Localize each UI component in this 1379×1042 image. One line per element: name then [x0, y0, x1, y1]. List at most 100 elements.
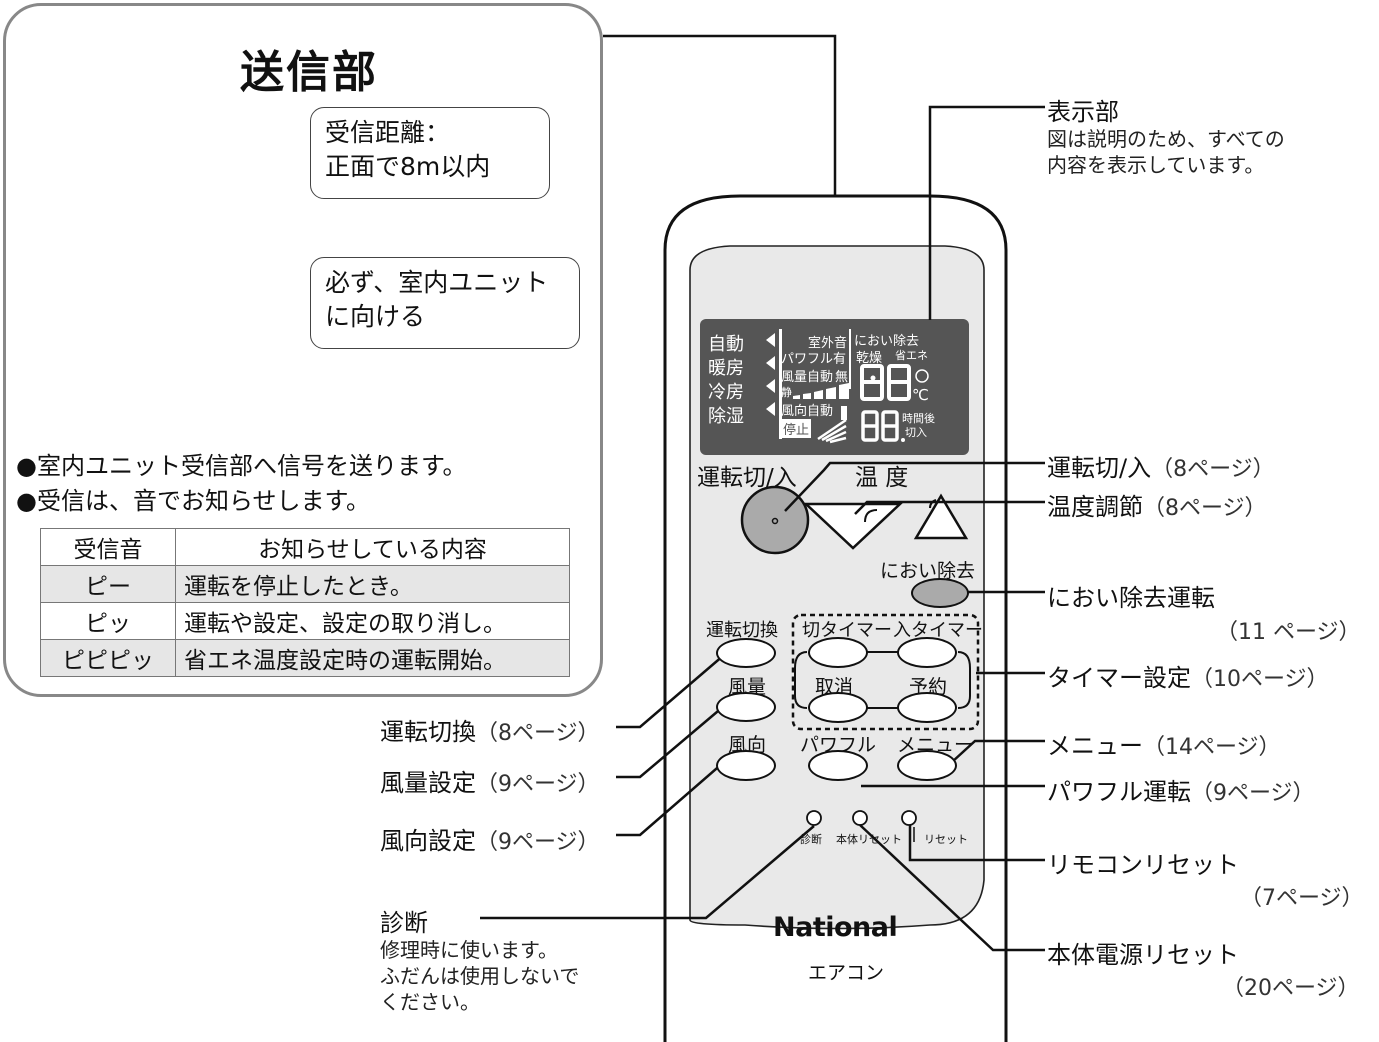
menu-button[interactable] — [897, 750, 957, 781]
lcd-fan-auto: 風量自動 — [781, 370, 834, 385]
on-timer-label: 入タイマー — [893, 620, 983, 641]
unit-reset-hole-label: 本体リセット — [836, 833, 902, 846]
mode-button-label: 運転切換 — [706, 620, 778, 641]
lcd-outdoor-sound: 室外音 — [808, 336, 848, 351]
note-line: ください。 — [380, 990, 480, 1014]
callout-display-note: 図は説明のため、すべての 内容を表示しています。 — [1047, 126, 1285, 178]
bubble-line: 受信距離： — [325, 118, 451, 147]
cancel-button[interactable] — [808, 692, 868, 723]
power-dot-icon — [771, 517, 779, 525]
callout-label: 風量設定 — [380, 769, 476, 797]
page-ref: （8ページ） — [476, 721, 600, 746]
callout-power: 運転切/入（8ページ） — [1047, 448, 1275, 483]
temp-button-label: 温 度 — [855, 465, 909, 491]
on-timer-button[interactable] — [897, 637, 957, 668]
callout-label: 運転切換 — [380, 718, 476, 746]
timer-link-lines — [794, 651, 971, 709]
lcd-odor: におい除去 — [854, 334, 920, 349]
callout-label: 運転切/入 — [1047, 454, 1152, 482]
remote-reset-hole-label: リセット — [924, 833, 968, 846]
page-ref: （9ページ） — [476, 830, 600, 855]
reserve-button[interactable] — [897, 692, 957, 723]
callout-menu: メニュー（14ページ） — [1047, 726, 1281, 761]
callout-remote-reset-label: リモコンリセット — [1047, 851, 1239, 879]
table-header-row: 受信音 お知らせしている内容 — [40, 528, 570, 566]
page-ref: （9ページ） — [1191, 781, 1315, 806]
lcd-celsius: ℃ — [912, 386, 929, 404]
callout-label: 風向設定 — [380, 827, 476, 855]
reset-holes — [806, 810, 917, 826]
note-line: 修理時に使います。 — [380, 938, 558, 962]
reception-sound-table: 受信音 お知らせしている内容 ピー 運転を停止したとき。 ピッ 運転や設定、設定… — [40, 528, 570, 677]
odor-button[interactable] — [911, 578, 969, 608]
panel-title: 送信部 — [240, 47, 378, 98]
note-line: 図は説明のため、すべての — [1047, 127, 1285, 151]
temp-buttons — [802, 493, 969, 550]
off-timer-label: 切タイマー — [802, 620, 892, 641]
callout-timer: タイマー設定（10ページ） — [1047, 658, 1329, 693]
lcd-stop: 停止 — [781, 419, 812, 438]
page-ref: （8ページ） — [1143, 496, 1267, 521]
bullet-signal: ●室内ユニット受信部へ信号を送ります。 — [16, 452, 467, 480]
lcd-dry: 乾燥 — [856, 351, 883, 366]
lcd-display — [700, 319, 969, 455]
callout-mode: 運転切換（8ページ） — [380, 712, 600, 747]
lcd-mode-auto: 自動 — [708, 334, 744, 355]
temp-up-button[interactable] — [913, 493, 969, 540]
lcd-mode-heat: 暖房 — [708, 358, 744, 379]
mode-button[interactable] — [716, 638, 776, 668]
brand-logo: National — [773, 912, 898, 943]
table-cell: 省エネ温度設定時の運転開始。 — [175, 639, 570, 677]
fan-button[interactable] — [716, 692, 776, 722]
lcd-mode-dry: 除湿 — [708, 406, 744, 427]
table-header: お知らせしている内容 — [175, 528, 570, 566]
callout-label: パワフル運転 — [1047, 778, 1191, 806]
table-row: ピッ 運転や設定、設定の取り消し。 — [40, 602, 570, 640]
callout-diag-note: 修理時に使います。 ふだんは使用しないで ください。 — [380, 937, 579, 1015]
page-ref: （8ページ） — [1151, 457, 1275, 482]
lcd-dir-auto: 風向自動 — [781, 404, 834, 419]
reception-distance-bubble: 受信距離： 正面で8m以内 — [310, 107, 550, 199]
callout-unit-reset-ref: （20ページ） — [1222, 976, 1360, 1001]
table-cell: 運転を停止したとき。 — [175, 565, 570, 603]
callout-odor-ref: （11 ページ） — [1216, 620, 1361, 645]
bubble-line: 正面で8m以内 — [325, 152, 491, 181]
note-line: 内容を表示しています。 — [1047, 153, 1265, 177]
bubble-line: 必ず、室内ユニット — [325, 268, 549, 297]
lcd-eco: 省エネ — [895, 349, 928, 362]
callout-diag-label: 診断 — [380, 909, 428, 937]
page-ref: （14ページ） — [1143, 735, 1281, 760]
temperature-digits — [860, 364, 911, 442]
table-header: 受信音 — [40, 528, 176, 566]
callout-label: タイマー設定 — [1047, 664, 1191, 692]
powerful-button[interactable] — [808, 750, 868, 781]
aim-direction-bubble: 必ず、室内ユニット に向ける — [310, 257, 580, 349]
callout-unit-reset-label: 本体電源リセット — [1047, 941, 1239, 969]
bullet-sound: ●受信は、音でお知らせします。 — [16, 487, 371, 515]
callout-label: メニュー — [1047, 732, 1143, 760]
odor-button-label: におい除去 — [880, 560, 976, 582]
table-cell: 運転や設定、設定の取り消し。 — [175, 602, 570, 640]
table-row: ピピピッ 省エネ温度設定時の運転開始。 — [40, 639, 570, 677]
lcd-powerful: パワフル有 — [781, 352, 847, 367]
lcd-off-on: 切入 — [905, 426, 927, 439]
temp-down-button[interactable] — [802, 502, 904, 550]
off-timer-button[interactable] — [808, 637, 868, 668]
diag-hole-label: 診断 — [800, 833, 822, 846]
lcd-quiet: 静 — [781, 386, 792, 399]
lcd-mode-cool: 冷房 — [708, 382, 744, 403]
bubble-line: に向ける — [325, 302, 426, 331]
table-cell: ピー — [40, 565, 176, 603]
model-label: エアコン — [808, 962, 885, 984]
callout-odor-label: におい除去運転 — [1047, 584, 1215, 612]
table-cell: ピッ — [40, 602, 176, 640]
callout-fan: 風量設定（9ページ） — [380, 763, 600, 798]
note-line: ふだんは使用しないで — [380, 964, 580, 988]
lcd-hours-later: 時間後 — [902, 412, 935, 425]
page-ref: （10ページ） — [1191, 667, 1329, 692]
page-ref: （9ページ） — [476, 772, 600, 797]
power-button-label: 運転切/入 — [697, 465, 797, 491]
callout-powerful: パワフル運転（9ページ） — [1047, 772, 1315, 807]
direction-button[interactable] — [716, 750, 776, 781]
lcd-none: 無 — [835, 370, 849, 385]
